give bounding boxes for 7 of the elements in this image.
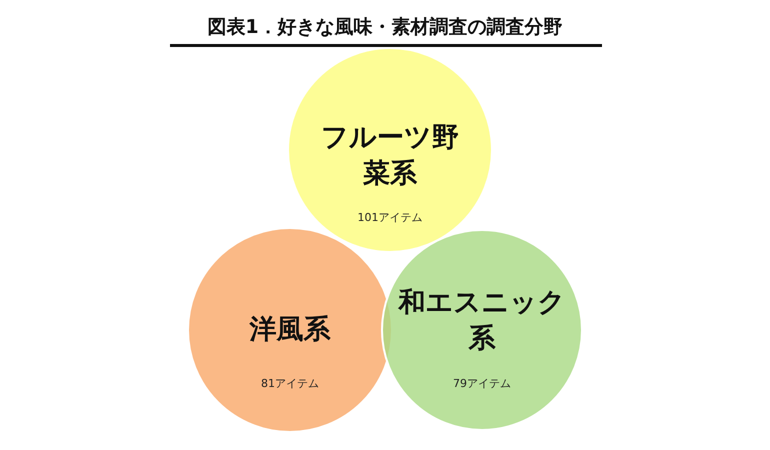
circle-heading: 洋風系: [248, 313, 332, 347]
item-count: 79アイテム: [453, 376, 511, 391]
circle-heading: 和エスニック系: [397, 286, 566, 356]
circle-heading: フルーツ野菜系: [320, 121, 460, 191]
item-count: 101アイテム: [358, 210, 422, 225]
item-count: 81アイテム: [261, 376, 319, 391]
title: 図表1．好きな風味・素材調査の調査分野: [207, 16, 563, 38]
